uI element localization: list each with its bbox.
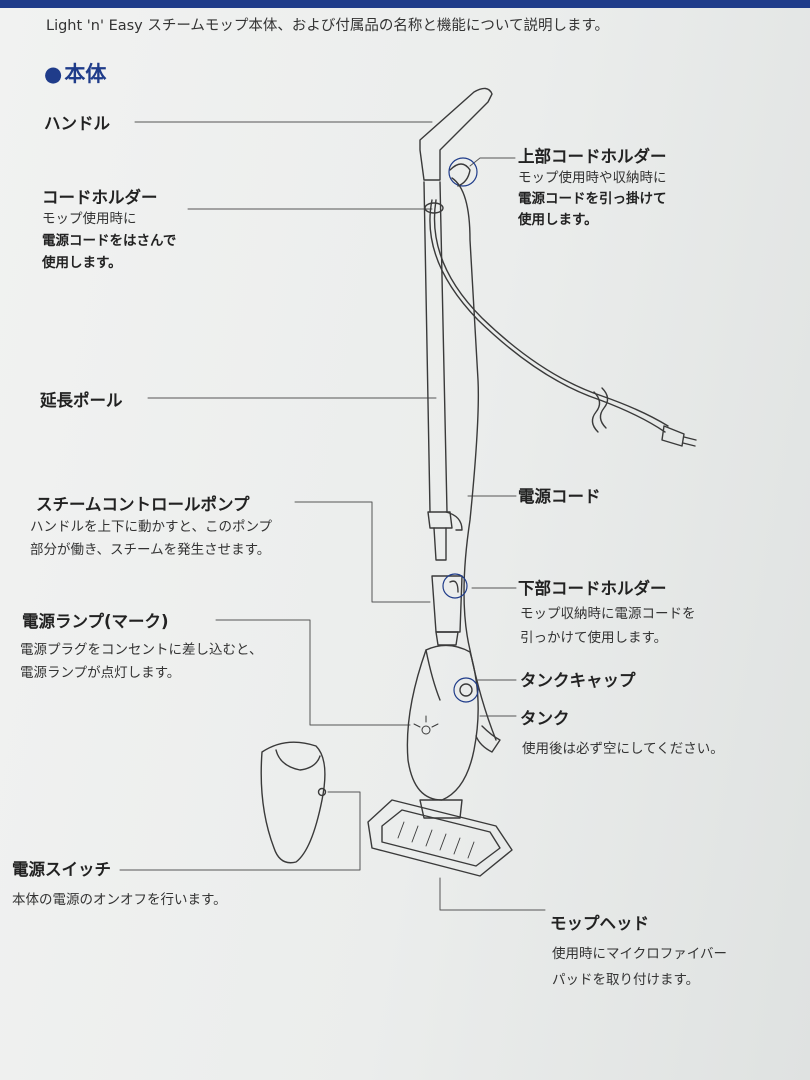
steam-pump-desc-2: 部分が働き、スチームを発生させます。: [30, 542, 271, 558]
mop-head-desc-2: パッドを取り付けます。: [552, 972, 700, 988]
power-cord-label: 電源コード: [518, 487, 601, 506]
extension-pole-label: 延長ポール: [40, 391, 123, 410]
steam-pump-label: スチームコントロールポンプ: [36, 495, 250, 514]
cord-holder-label: コードホルダー: [42, 188, 158, 207]
power-lamp-label: 電源ランプ(マーク): [22, 612, 169, 631]
tank-desc-1: 使用後は必ず空にしてください。: [522, 741, 724, 757]
lower-cord-holder-label: 下部コードホルダー: [518, 579, 667, 598]
mop-head-label: モップヘッド: [550, 914, 649, 933]
power-switch-desc-1: 本体の電源のオンオフを行います。: [12, 892, 227, 908]
upper-cord-holder-desc-3: 使用します。: [518, 212, 598, 228]
tank-label: タンク: [520, 709, 570, 728]
cord-holder-desc-2: 電源コードをはさんで: [42, 233, 177, 249]
power-lamp-desc-1: 電源プラグをコンセントに差し込むと、: [20, 642, 263, 658]
power-switch-shape: [260, 741, 326, 864]
handle-label: ハンドル: [44, 114, 110, 133]
upper-cord-holder-desc-2: 電源コードを引っ掛けて: [518, 191, 667, 207]
leader-lines: [119, 121, 546, 911]
upper-cord-holder-label: 上部コードホルダー: [518, 147, 667, 166]
handle-grip: [419, 87, 493, 181]
mop-head-desc-1: 使用時にマイクロファイバー: [552, 946, 727, 962]
lower-cord-holder-desc-2: 引っかけて使用します。: [520, 630, 668, 646]
steam-pump-desc-1: ハンドルを上下に動かすと、このポンプ: [30, 519, 273, 535]
section-title: ●本体: [44, 58, 106, 88]
top-border: [0, 0, 810, 8]
mop-head-shape: [367, 799, 513, 877]
intro-text: Light 'n' Easy スチームモップ本体、および付属品の名称と機能につい…: [46, 18, 610, 34]
power-cord: [451, 177, 497, 741]
tank-cap-label: タンクキャップ: [520, 671, 636, 690]
power-switch-label: 電源スイッチ: [12, 860, 111, 879]
extension-pole: [423, 181, 448, 513]
section-title-text: 本体: [64, 62, 107, 86]
lower-cord-holder-desc-1: モップ収納時に電源コードを: [520, 606, 696, 622]
power-lamp-desc-2: 電源ランプが点灯します。: [20, 665, 181, 681]
cord-holder-desc-3: 使用します。: [42, 255, 122, 271]
cord-holder-desc-1: モップ使用時に: [42, 211, 137, 227]
tank-body: [406, 644, 479, 801]
upper-cord-holder-desc-1: モップ使用時や収納時に: [518, 170, 667, 186]
bullet-dot-icon: ●: [44, 62, 63, 86]
